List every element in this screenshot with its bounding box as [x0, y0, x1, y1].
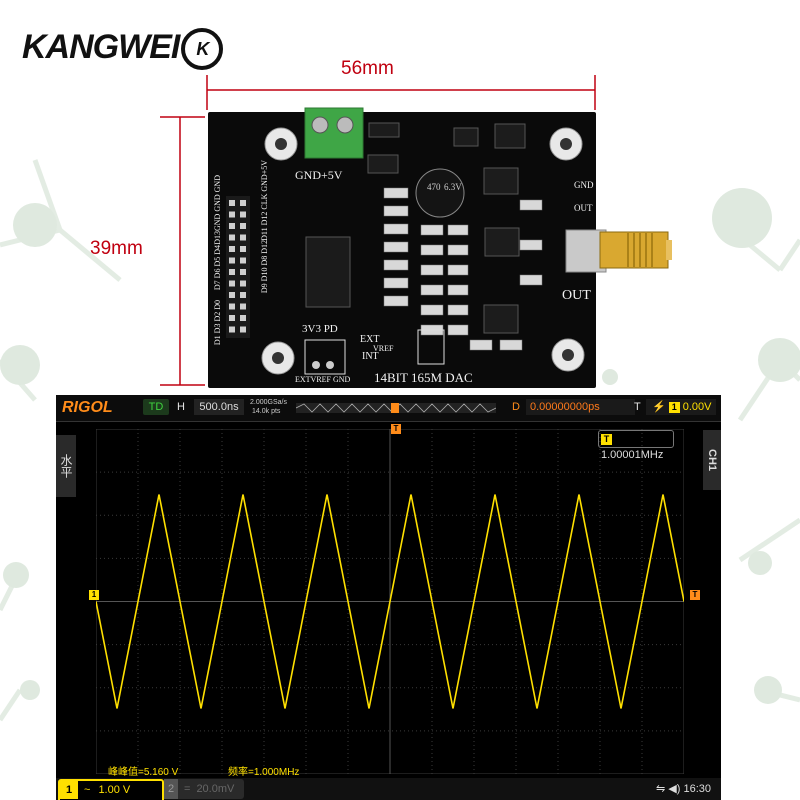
status-clock: ⇋ ◀) 16:30 — [656, 782, 711, 795]
channel2-tab[interactable]: 2 = 20.0mV — [164, 779, 244, 799]
run-mode-badge[interactable]: TD — [143, 399, 169, 415]
pcb-ext-label: EXT — [360, 334, 380, 345]
clock-time: 16:30 — [683, 783, 711, 795]
ch2-coupling: = — [184, 783, 191, 795]
header-pin — [229, 211, 235, 218]
pcb-extvref-gnd-label: EXTVREF GND — [295, 375, 351, 384]
pcb-vref-label: VREF — [373, 344, 394, 353]
pcb-pin-labels-2: D11 D12 CLK GND+5V — [260, 160, 269, 241]
pcb-pin-labels-3: D9 D10 D8 D12 — [260, 240, 269, 294]
pcb-int-label: INT — [362, 351, 379, 362]
header-pin — [229, 292, 235, 298]
header-pin — [240, 246, 246, 252]
ch1-waveform — [96, 494, 684, 709]
pcb-out-small-label: OUT — [574, 203, 593, 213]
memory-depth: 14.0k pts — [252, 408, 281, 415]
horizontal-menu-tab[interactable]: 水平 — [56, 435, 76, 497]
pcb-pin-labels-4: D7 D6 D5 D4 — [213, 245, 222, 291]
oscilloscope-screen: RIGOL TD H 500.0ns 2.000GSa/s 14.0k pts … — [56, 395, 721, 800]
pcb-out-label: OUT — [562, 288, 591, 303]
delay-value[interactable]: 0.00000000ps — [526, 399, 635, 415]
channel1-menu-tab[interactable]: CH1 — [703, 430, 721, 490]
width-dimension-label: 56mm — [341, 58, 394, 79]
scope-brand: RIGOL — [62, 399, 113, 416]
header-pin — [240, 292, 246, 298]
trigger-label: T — [634, 401, 641, 413]
pcb-3v3-pd-label: 3V3 PD — [302, 323, 338, 335]
scope-graticule — [96, 429, 684, 774]
speaker-icon: ◀) — [668, 783, 681, 795]
ch1-scale: 1.00 V — [98, 784, 131, 796]
pcb-cap-voltage: 6.3V — [444, 182, 462, 192]
header-pin — [240, 315, 246, 321]
frequency-badge: T — [601, 434, 612, 445]
header-pin — [229, 246, 235, 252]
waveform-overview — [296, 403, 496, 413]
header-pin — [240, 269, 246, 275]
header-pin — [240, 280, 246, 287]
pcb-pin-labels-5: D1 D3 D2 D0 — [213, 300, 222, 346]
rising-edge-icon: ⚡ — [652, 401, 666, 413]
peak-to-peak-measurement: 峰峰值=5.160 V — [108, 767, 179, 778]
height-dimension-label: 39mm — [90, 238, 143, 259]
channel1-tab[interactable]: 1 ~1.00 V — [58, 779, 164, 800]
header-pin — [240, 223, 246, 229]
pcb-pin-labels-top: D13GND GND GND — [213, 175, 222, 245]
sample-rate: 2.000GSa/s — [250, 399, 287, 406]
header-pin — [229, 200, 235, 206]
frequency-counter: T 1.00001MHz — [598, 430, 674, 461]
ch1-ground-marker[interactable]: 1 — [89, 590, 99, 600]
timebase-value[interactable]: 500.0ns — [194, 399, 244, 415]
usb-icon: ⇋ — [656, 783, 666, 795]
pcb-gnd-label: GND — [574, 180, 594, 190]
frequency-value: 1.00001MHz — [601, 449, 664, 461]
ch1-coupling: ~ — [84, 784, 91, 796]
header-pin — [229, 234, 235, 241]
header-pin — [240, 211, 246, 218]
header-pin — [240, 200, 246, 206]
header-pin — [229, 223, 235, 229]
header-pin — [240, 257, 246, 264]
header-pin — [240, 303, 246, 310]
logo-mark: K — [181, 28, 224, 70]
trigger-position-marker[interactable]: T — [391, 424, 401, 434]
header-pin — [240, 234, 246, 241]
pcb-cap-label: 470 — [427, 182, 441, 192]
ch2-scale: 20.0mV — [196, 783, 235, 795]
logo-text: KANGWEI — [22, 28, 180, 66]
header-pin — [229, 326, 235, 333]
channel1-number: 1 — [60, 781, 78, 799]
header-pin — [240, 326, 246, 333]
header-pin — [229, 315, 235, 321]
frequency-measurement: 频率=1.000MHz — [228, 767, 300, 778]
trigger-level-marker[interactable]: T — [690, 590, 700, 600]
header-pin — [229, 269, 235, 275]
header-pin — [229, 257, 235, 264]
pcb-power-label: GND+5V — [295, 168, 343, 182]
scope-bottom-bar: 1 ~1.00 V 2 = 20.0mV ⇋ ◀) 16:30 — [56, 778, 721, 800]
trigger-channel: 1 — [668, 402, 680, 413]
delay-label: D — [512, 401, 520, 413]
scope-top-bar: RIGOL TD H 500.0ns 2.000GSa/s 14.0k pts … — [56, 395, 721, 422]
header-pin — [229, 303, 235, 310]
horizontal-label: H — [177, 401, 185, 413]
pcb-title: 14BIT 165M DAC — [374, 370, 473, 385]
channel2-number: 2 — [164, 779, 178, 799]
trigger-level: 0.00V — [682, 401, 712, 413]
header-pin — [229, 280, 235, 287]
